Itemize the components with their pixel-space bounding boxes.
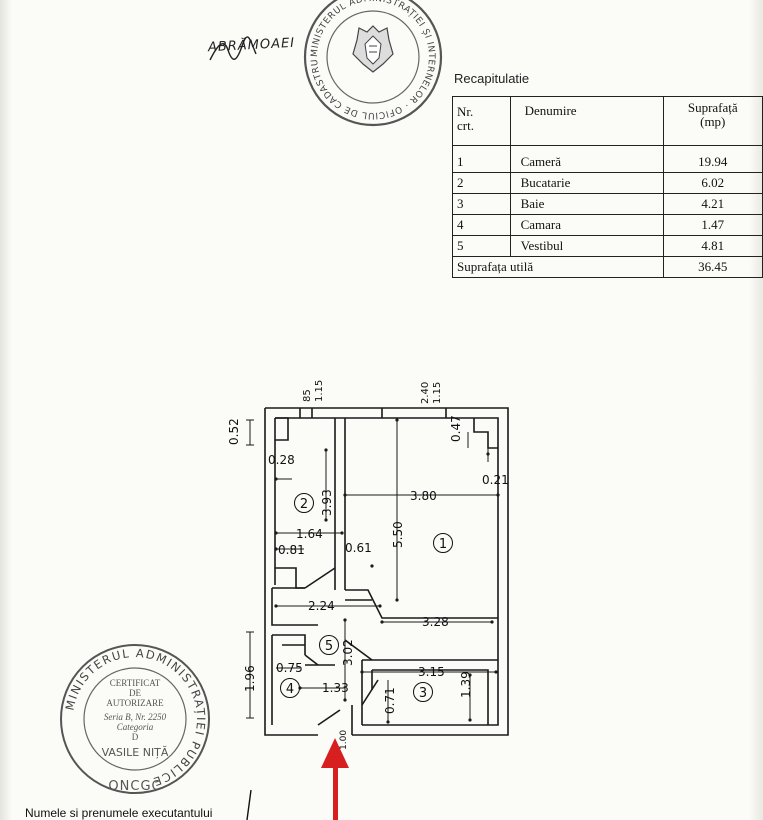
- total-row: Suprafața utilă 36.45: [452, 256, 763, 278]
- stamp-name: VASILE NIȚĂ: [102, 746, 169, 759]
- room-marker-5: 5: [319, 635, 339, 655]
- stamp-line-4: Seria B, Nr. 2250: [104, 712, 167, 722]
- cadastre-stamp: MINISTERUL ADMINISTRAȚIEI ȘI INTERNELOR …: [298, 0, 443, 127]
- footer-signature-stroke: [246, 790, 252, 820]
- dim-393: 3.93: [320, 489, 334, 516]
- dim-196: 1.96: [243, 665, 257, 692]
- authorization-stamp: MINISTERUL ADMINISTRAȚIEI PUBLICE CERTIF…: [60, 644, 210, 794]
- header-name: Denumire: [509, 96, 664, 146]
- dim-139: 1.39: [459, 671, 473, 698]
- stamp-org: ONCGC: [108, 779, 161, 794]
- dim-224: 2.24: [308, 599, 335, 613]
- dim-302: 3.02: [341, 639, 355, 666]
- dim-133: 1.33: [322, 681, 349, 695]
- total-value: 36.45: [662, 256, 763, 278]
- footer-text: Numele si prenumele executantului: [25, 806, 213, 820]
- dim-85: 85: [302, 389, 313, 402]
- dim-550: 5.50: [391, 521, 405, 548]
- room-marker-4: 4: [280, 678, 300, 698]
- svg-text:2: 2: [300, 497, 308, 512]
- dim-164: 1.64: [296, 527, 323, 541]
- dim-240: 2.40: [420, 382, 431, 404]
- stamp-line-2: DE: [129, 688, 141, 698]
- page-shadow-left: [0, 0, 12, 820]
- plan-walls: [264, 407, 509, 736]
- dim-071: 0.71: [383, 687, 397, 714]
- recap-header-row: Nr.crt. Denumire Suprafață(mp): [452, 96, 763, 146]
- room-marker-1: 1: [433, 533, 453, 553]
- header-area: Suprafață(mp): [662, 96, 763, 146]
- stamp-line-1: CERTIFICAT: [110, 678, 161, 688]
- dim-115a: 1.15: [314, 380, 325, 402]
- dimension-lines: [246, 418, 498, 722]
- dim-entry: 1.00: [339, 730, 349, 750]
- stamp-line-5: Categoria: [117, 722, 154, 732]
- dim-328: 3.28: [422, 615, 449, 629]
- stamp-line-6: D: [132, 732, 139, 742]
- recap-title: Recapitulatie: [454, 71, 530, 86]
- svg-text:4: 4: [286, 682, 294, 697]
- room-marker-2: 2: [294, 493, 314, 513]
- dim-315: 3.15: [418, 665, 445, 679]
- dim-115b: 1.15: [432, 382, 443, 404]
- dim-075: 0.75: [276, 661, 303, 675]
- signature-scribble: [209, 36, 257, 61]
- header-nr: Nr.crt.: [452, 96, 511, 146]
- room-marker-3: 3: [413, 682, 433, 702]
- svg-text:3: 3: [419, 686, 427, 701]
- entrance-arrow-icon: [321, 738, 349, 820]
- coat-of-arms-icon: [352, 25, 394, 73]
- dim-047: 0.47: [449, 415, 463, 442]
- dim-380: 3.80: [410, 489, 437, 503]
- total-label: Suprafața utilă: [452, 256, 664, 278]
- dim-081: 0.81: [278, 543, 305, 557]
- dim-061: 0.61: [345, 541, 372, 555]
- dim-052: 0.52: [227, 418, 241, 445]
- dim-021: 0.21: [482, 473, 509, 487]
- dim-028: 0.28: [268, 453, 295, 467]
- dimension-ticks: [274, 418, 500, 724]
- stamp-line-3: AUTORIZARE: [106, 698, 164, 708]
- svg-text:5: 5: [325, 639, 333, 654]
- svg-text:1: 1: [439, 537, 447, 552]
